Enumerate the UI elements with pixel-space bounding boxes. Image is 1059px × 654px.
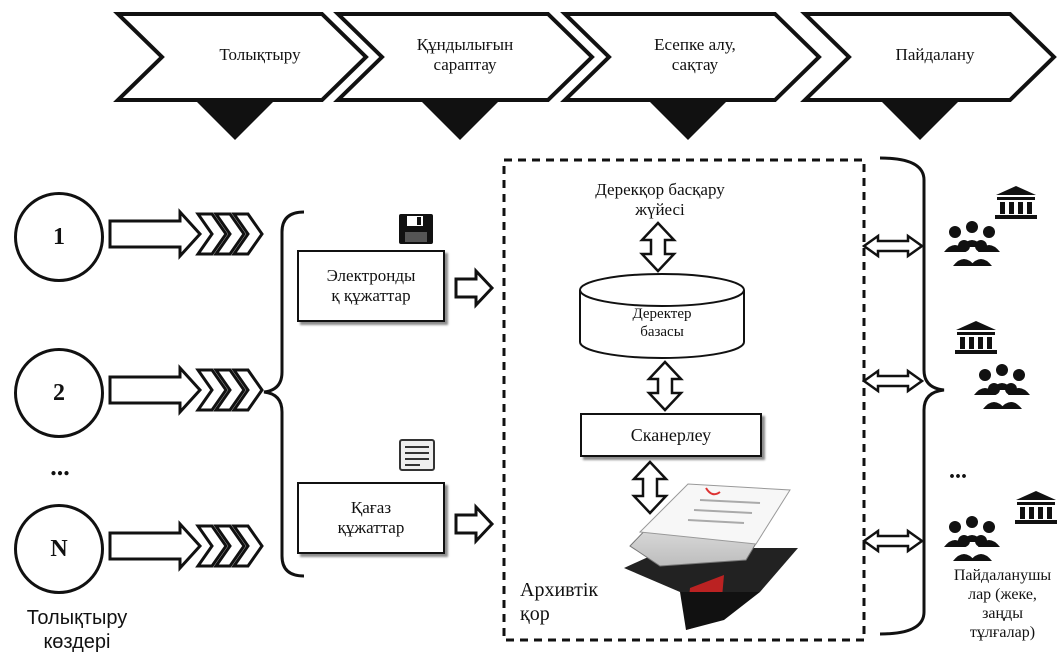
scanning-fund-double-arrow	[631, 460, 669, 515]
right-bracket	[879, 156, 945, 636]
archive-fund-label: Архивтік қор	[520, 579, 599, 625]
source-arrow-1	[108, 208, 264, 260]
paper-documents-box: Қағаз құжаттар	[297, 482, 445, 554]
source-circle-n: N	[14, 504, 104, 594]
people-icon	[974, 364, 1030, 409]
scanning-box: Сканерлеу	[580, 413, 762, 457]
floppy-disk-icon	[399, 214, 433, 244]
stage-chevron-2	[333, 12, 595, 140]
left-bracket	[263, 210, 305, 578]
source-circle-1: 1	[14, 192, 104, 282]
stage-chevron-3	[560, 12, 822, 140]
database-label: Деректер базасы	[632, 306, 692, 340]
stage-label-2: Құндылығын сараптау	[416, 35, 514, 74]
electronic-to-archive-arrow	[454, 267, 495, 309]
users-double-arrow-1	[861, 233, 925, 259]
stage-label-3: Есепке алу, сақтау	[654, 35, 736, 74]
database-cylinder	[579, 273, 745, 359]
people-icon	[944, 221, 1000, 266]
stage-chevron-4	[800, 12, 1057, 140]
users-double-arrow-3	[861, 528, 925, 554]
source-circle-2: 2	[14, 348, 104, 438]
dbms-database-double-arrow	[639, 221, 677, 273]
users-double-arrow-2	[861, 368, 925, 394]
people-icon	[944, 516, 1000, 561]
building-icon	[995, 186, 1037, 219]
stage-chevron-1	[113, 12, 369, 140]
paper-stack-icon	[624, 483, 798, 630]
source-arrow-2	[108, 364, 264, 416]
stage-label-4: Пайдалану	[895, 45, 975, 64]
electronic-documents-box: Электронды қ құжаттар	[297, 250, 445, 322]
paper-to-archive-arrow	[454, 503, 495, 545]
sources-caption: Толықтыру көздері	[26, 607, 128, 653]
sources-ellipsis: ...	[50, 452, 70, 481]
building-icon	[955, 321, 997, 354]
dbms-label: Дерекқор басқару жүйесі	[595, 180, 725, 219]
users-caption: Пайдаланушы лар (жеке, заңды тұлғалар)	[953, 567, 1052, 641]
building-icon	[1015, 491, 1057, 524]
users-ellipsis: ...	[949, 458, 967, 484]
stage-label-1: Толықтыру	[219, 45, 301, 64]
source-arrow-n	[108, 520, 264, 572]
document-icon	[399, 439, 435, 471]
database-scanning-double-arrow	[646, 360, 684, 412]
